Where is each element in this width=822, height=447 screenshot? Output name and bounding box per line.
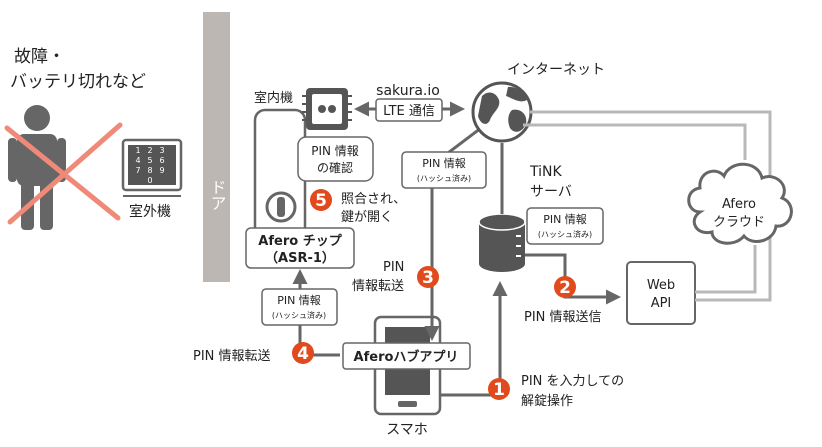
lte-box (375, 98, 443, 122)
step2-label: PIN 情報送信 (524, 310, 602, 325)
door-wall (203, 12, 230, 282)
failure-label-2: バッテリ切れなど (10, 72, 146, 92)
afero-cloud-line2: クラウド (713, 215, 765, 230)
smartphone-label: スマホ (386, 422, 428, 438)
step-badge-3: 3 (417, 266, 439, 288)
outdoor-unit-label: 室外機 (129, 203, 171, 220)
step1-label-1: PIN を入力しての (521, 374, 624, 389)
svg-text:2: 2 (559, 278, 571, 298)
cross-icon (4, 122, 123, 225)
keypad-digit: 5 (147, 156, 152, 165)
pin-hash-c-line2: (ハッシュ済み) (538, 229, 592, 239)
keypad-digit: 0 (147, 176, 152, 185)
keypad-digit: 8 (147, 166, 152, 175)
sakura-label: sakura.io (376, 83, 440, 99)
step1-label-2: 解錠操作 (521, 393, 573, 409)
door-label: ドア (208, 179, 227, 211)
step-badge-4: 4 (292, 342, 314, 364)
tink-label-1: TiNK (529, 164, 562, 180)
failure-label-1: 故障・ (14, 47, 65, 67)
step-badge-5: 5 (310, 189, 332, 211)
keypad-digit: 9 (159, 166, 164, 175)
web-api-line1: Web (647, 278, 675, 293)
pin-hash-b-line1: PIN 情報 (422, 157, 466, 170)
afero-chip-line1: Afero チップ (258, 234, 342, 249)
keypad-digit: 7 (135, 166, 140, 175)
keypad-digit: 1 (135, 146, 140, 155)
pin-confirm-line1: PIN 情報 (311, 144, 359, 158)
pin-confirm-line2: の確認 (317, 160, 353, 175)
globe-icon (471, 81, 533, 143)
indoor-unit-label: 室内機 (254, 90, 293, 106)
afero-chip-box (245, 227, 355, 269)
pin-hash-box-a (261, 288, 338, 326)
svg-text:5: 5 (315, 191, 327, 211)
keypad-digit: 3 (159, 146, 164, 155)
step-badge-2: 2 (554, 276, 576, 298)
web-api-box (626, 261, 696, 325)
pin-hash-c-line1: PIN 情報 (543, 213, 587, 226)
afero-cloud-icon (687, 162, 793, 245)
step3-label-2: 情報転送 (352, 279, 404, 294)
database-icon (478, 213, 526, 272)
matched-label-1: 照合され、 (341, 192, 406, 207)
keypad-digit: 6 (159, 156, 164, 165)
step3-label-1: PIN (383, 260, 404, 275)
web-api-line2: API (651, 296, 672, 311)
lte-label: LTE 通信 (383, 104, 435, 119)
keypad-digit: 2 (147, 146, 152, 155)
pin-hash-b-line2: (ハッシュ済み) (417, 173, 471, 183)
keypad-digit: 4 (135, 156, 140, 165)
chip-icon (302, 88, 352, 130)
internet-label: インターネット (507, 62, 605, 78)
pin-hash-a-line1: PIN 情報 (277, 294, 321, 307)
hub-app-box (342, 342, 471, 370)
afero-chip-line2: （ASR-1） (265, 250, 335, 266)
pin-hash-a-line2: (ハッシュ済み) (272, 310, 326, 320)
svg-text:1: 1 (493, 380, 505, 400)
hub-app-label: Aferoハブアプリ (354, 349, 459, 365)
pin-hash-box-b (401, 151, 487, 189)
svg-text:3: 3 (422, 268, 434, 288)
afero-cloud-line1: Afero (722, 197, 756, 212)
step-badge-1: 1 (488, 378, 510, 400)
step1-path (440, 281, 508, 397)
pin-confirm-box (297, 136, 374, 182)
step4-label: PIN 情報転送 (193, 349, 271, 364)
tink-label-2: サーバ (530, 184, 572, 200)
matched-label-2: 鍵が開く (341, 209, 393, 225)
svg-text:4: 4 (297, 344, 309, 364)
pin-hash-box-c (526, 207, 604, 245)
